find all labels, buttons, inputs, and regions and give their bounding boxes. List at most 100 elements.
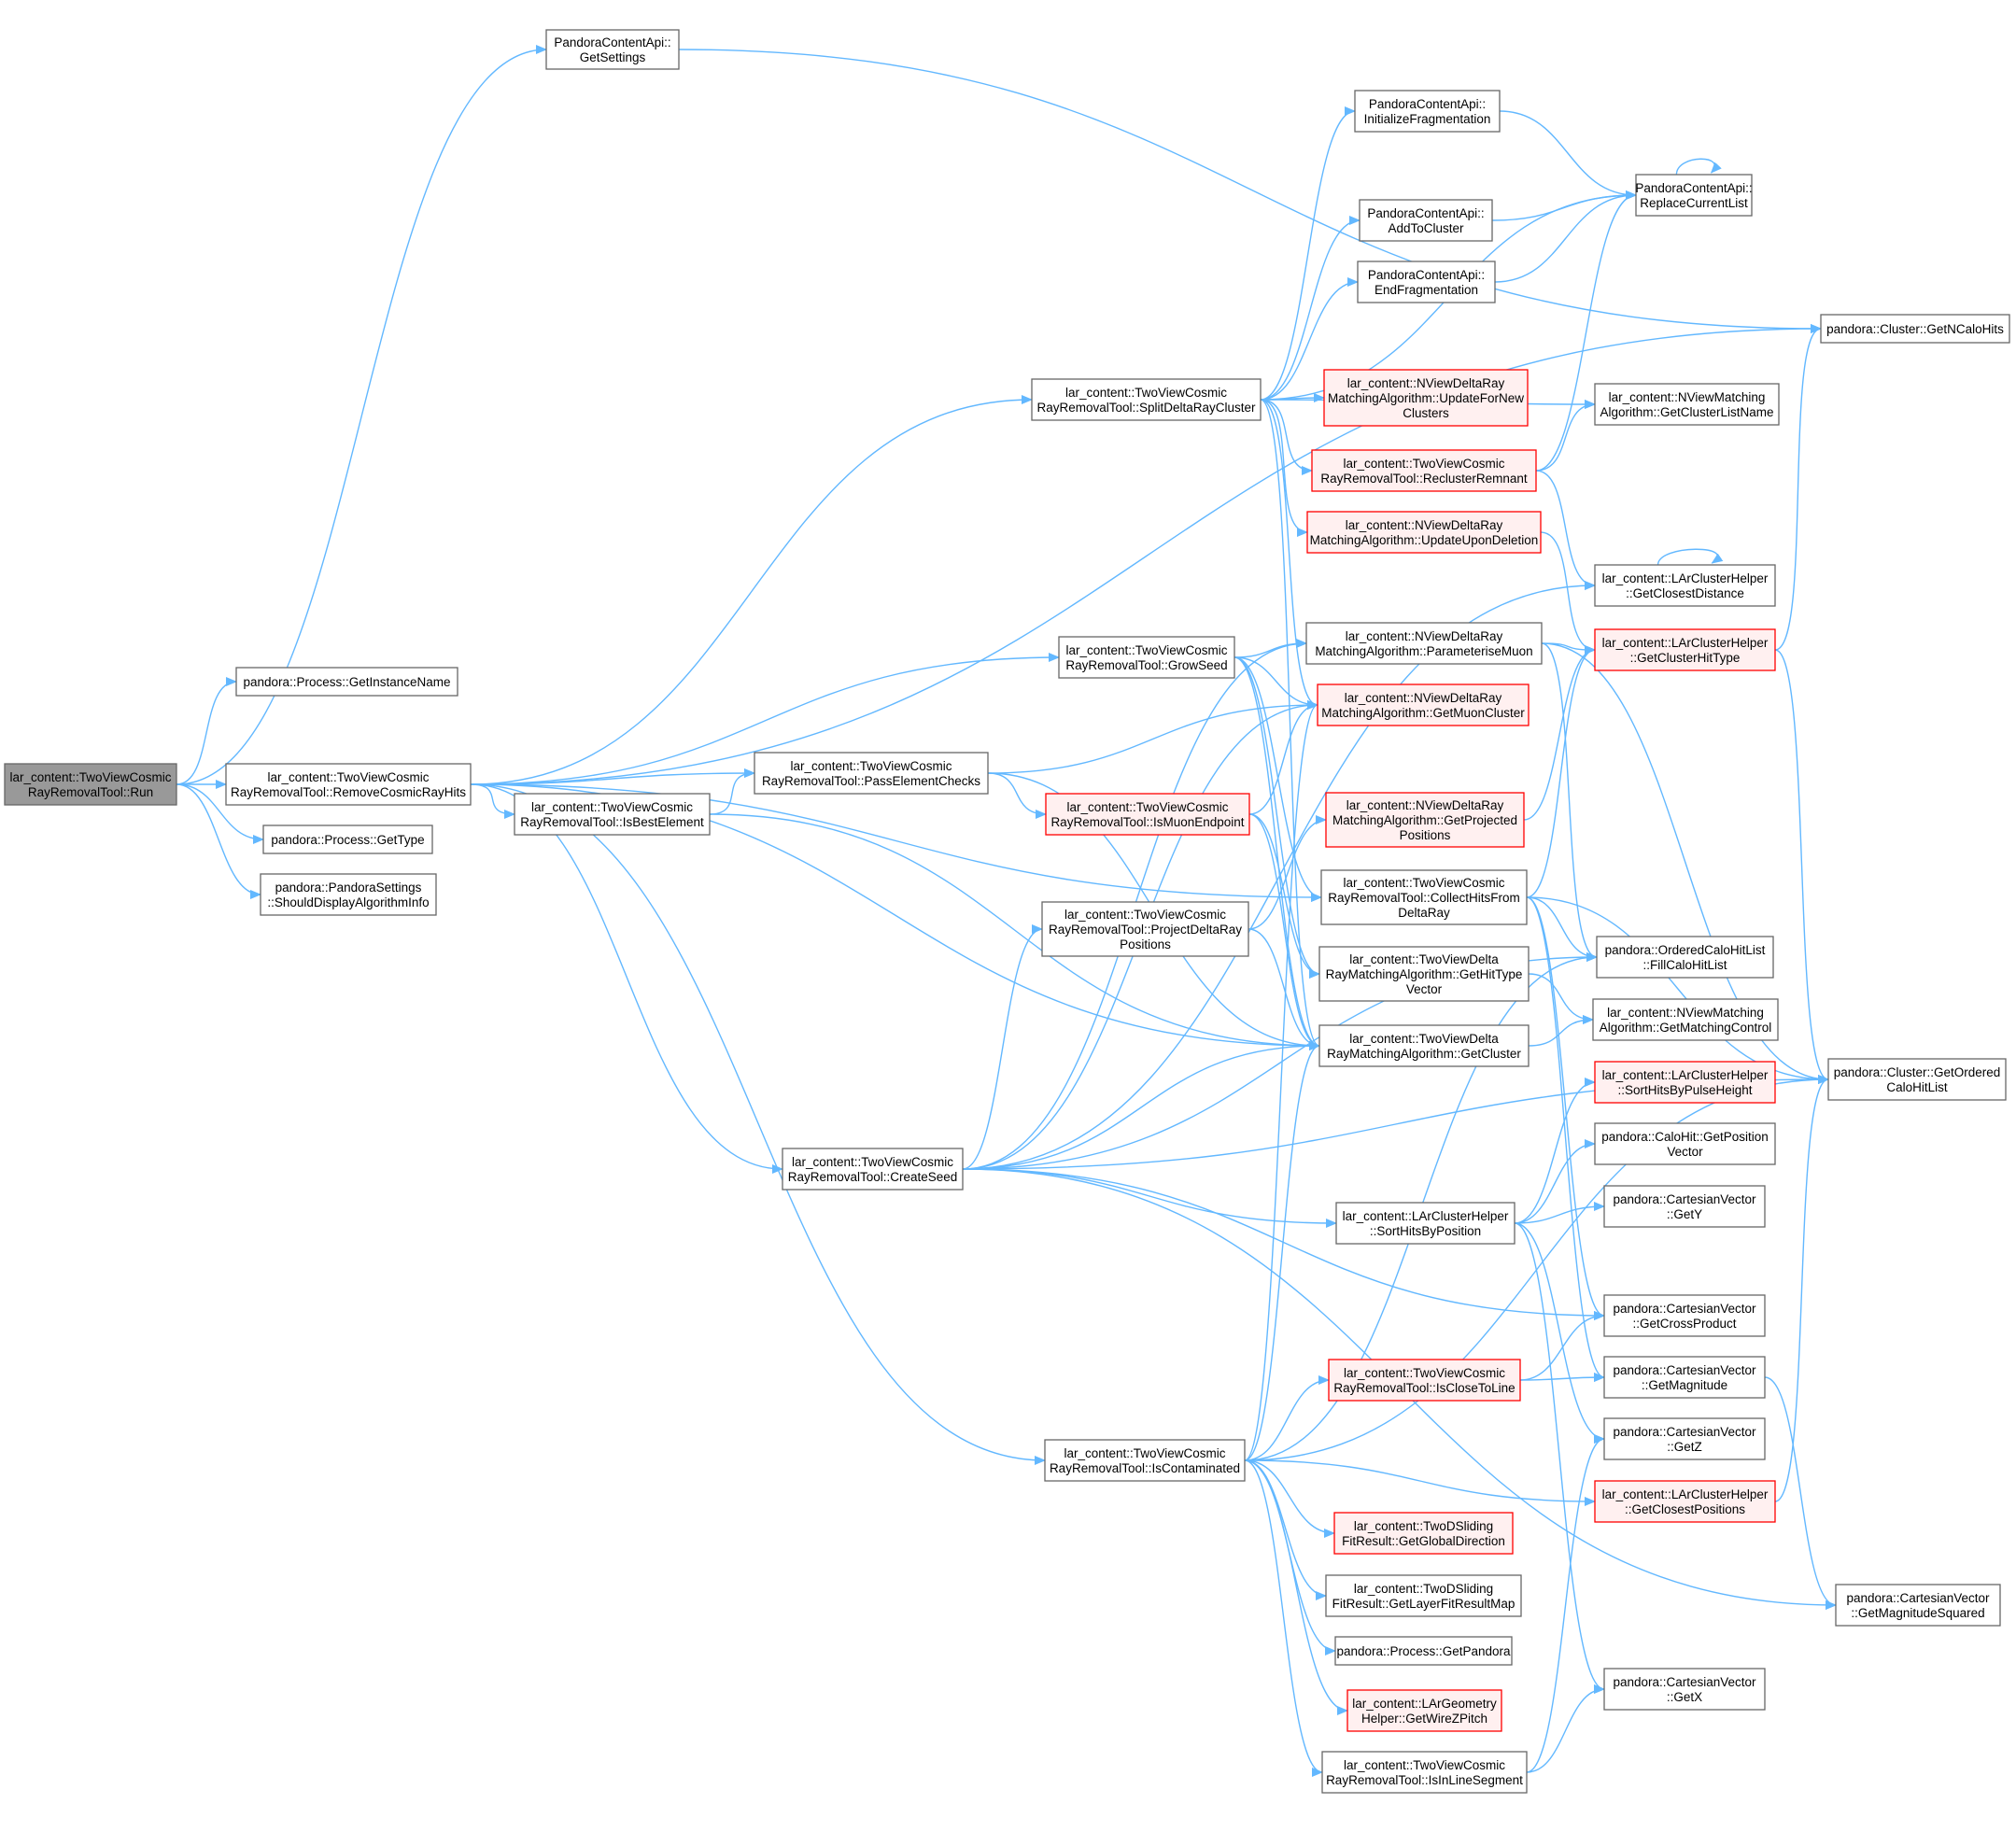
node-label-line: AddToCluster bbox=[1388, 221, 1464, 235]
node-replaceCurrentList[interactable]: PandoraContentApi::ReplaceCurrentList bbox=[1635, 174, 1753, 217]
node-sortByPosition[interactable]: lar_content::LArClusterHelper::SortHitsB… bbox=[1335, 1202, 1516, 1245]
node-isCloseToLine[interactable]: lar_content::TwoViewCosmicRayRemovalTool… bbox=[1328, 1359, 1521, 1402]
node-label-line: lar_content::TwoViewCosmic bbox=[1343, 457, 1504, 471]
node-addToCluster[interactable]: PandoraContentApi::AddToCluster bbox=[1359, 199, 1493, 242]
edge-isInLineSegment-to-getZ bbox=[1526, 1434, 1605, 1773]
node-box bbox=[1045, 793, 1250, 836]
node-getProjected[interactable]: lar_content::NViewDeltaRayMatchingAlgori… bbox=[1325, 792, 1525, 848]
node-getCrossProduct[interactable]: pandora::CartesianVector::GetCrossProduc… bbox=[1603, 1294, 1766, 1337]
edge-projectDeltaRay-to-getCluster bbox=[1248, 928, 1320, 1050]
node-label-line: lar_content::LArClusterHelper bbox=[1602, 1068, 1769, 1082]
node-label-line: PandoraContentApi:: bbox=[1367, 206, 1484, 220]
edge-removeCosmic-to-growSeed bbox=[470, 653, 1060, 785]
node-getClosestPositions[interactable]: lar_content::LArClusterHelper::GetCloses… bbox=[1594, 1480, 1776, 1523]
edge-passElementChecks-to-getMuonCluster bbox=[987, 700, 1318, 774]
node-getMatchingControl[interactable]: lar_content::NViewMatchingAlgorithm::Get… bbox=[1592, 998, 1779, 1041]
node-passElementChecks[interactable]: lar_content::TwoViewCosmicRayRemovalTool… bbox=[754, 752, 989, 795]
node-label-line: ::GetClusterHitType bbox=[1630, 651, 1741, 665]
node-label-line: RayRemovalTool::IsInLineSegment bbox=[1326, 1773, 1523, 1787]
node-getY[interactable]: pandora::CartesianVector::GetY bbox=[1603, 1185, 1766, 1228]
node-isInLineSegment[interactable]: lar_content::TwoViewCosmicRayRemovalTool… bbox=[1321, 1751, 1528, 1794]
edge-sortByPosition-to-getZ bbox=[1514, 1222, 1605, 1444]
node-getNCaloHits[interactable]: pandora::Cluster::GetNCaloHits bbox=[1820, 314, 2010, 344]
node-reclusterRemnant[interactable]: lar_content::TwoViewCosmicRayRemovalTool… bbox=[1311, 449, 1537, 492]
node-updateForNew[interactable]: lar_content::NViewDeltaRayMatchingAlgori… bbox=[1323, 369, 1529, 427]
node-getSettings[interactable]: PandoraContentApi::GetSettings bbox=[545, 29, 680, 70]
edge-removeCosmic-to-isContaminated bbox=[470, 783, 1046, 1465]
node-getClusterListName[interactable]: lar_content::NViewMatchingAlgorithm::Get… bbox=[1594, 383, 1780, 426]
node-updateUponDeletion[interactable]: lar_content::NViewDeltaRayMatchingAlgori… bbox=[1306, 511, 1542, 554]
edge-run-to-getInstanceName bbox=[176, 677, 237, 785]
node-sortByPulseHeight[interactable]: lar_content::LArClusterHelper::SortHitsB… bbox=[1594, 1061, 1776, 1104]
node-label-line: Helper::GetWireZPitch bbox=[1361, 1712, 1487, 1726]
node-getClusterHitType[interactable]: lar_content::LArClusterHelper::GetCluste… bbox=[1594, 628, 1776, 671]
edge-replaceCurrentList-to-replaceCurrentList bbox=[1675, 158, 1722, 176]
edge-isMuonEndpoint-to-getCluster bbox=[1248, 813, 1320, 1050]
node-fillCaloHitList[interactable]: pandora::OrderedCaloHitList::FillCaloHit… bbox=[1596, 936, 1774, 979]
node-isContaminated[interactable]: lar_content::TwoViewCosmicRayRemovalTool… bbox=[1044, 1439, 1246, 1482]
node-getMuonCluster[interactable]: lar_content::NViewDeltaRayMatchingAlgori… bbox=[1317, 683, 1530, 726]
node-label-line: pandora::CartesianVector bbox=[1613, 1363, 1756, 1377]
node-getZ[interactable]: pandora::CartesianVector::GetZ bbox=[1603, 1417, 1766, 1460]
node-getType[interactable]: pandora::Process::GetType bbox=[262, 824, 433, 854]
node-label-line: PandoraContentApi:: bbox=[554, 35, 670, 49]
node-label-line: InitializeFragmentation bbox=[1364, 112, 1491, 126]
node-box bbox=[235, 667, 458, 697]
edge-isBestElement-to-passElementChecks bbox=[709, 768, 755, 815]
node-getLayerFitResultMap[interactable]: lar_content::TwoDSlidingFitResult::GetLa… bbox=[1325, 1574, 1522, 1617]
edge-run-to-getType bbox=[176, 783, 264, 844]
edge-updateUponDeletion-to-getClusterHitType bbox=[1540, 531, 1596, 655]
node-label-line: RayRemovalTool::IsMuonEndpoint bbox=[1050, 815, 1244, 829]
node-getWireZPitch[interactable]: lar_content::LArGeometryHelper::GetWireZ… bbox=[1346, 1689, 1502, 1732]
node-splitDeltaRay[interactable]: lar_content::TwoViewCosmicRayRemovalTool… bbox=[1031, 378, 1262, 421]
node-label-line: lar_content::TwoViewCosmic bbox=[792, 1155, 953, 1169]
node-getGlobalDirection[interactable]: lar_content::TwoDSlidingFitResult::GetGl… bbox=[1333, 1512, 1514, 1555]
node-projectDeltaRay[interactable]: lar_content::TwoViewCosmicRayRemovalTool… bbox=[1041, 901, 1249, 957]
node-initFrag[interactable]: PandoraContentApi::InitializeFragmentati… bbox=[1354, 90, 1501, 133]
node-getInstanceName[interactable]: pandora::Process::GetInstanceName bbox=[235, 667, 458, 697]
node-isBestElement[interactable]: lar_content::TwoViewCosmicRayRemovalTool… bbox=[514, 793, 711, 836]
node-label-line: ::GetY bbox=[1667, 1207, 1702, 1221]
node-shouldDisplay[interactable]: pandora::PandoraSettings::ShouldDisplayA… bbox=[260, 873, 437, 916]
node-box bbox=[1357, 261, 1496, 303]
node-box bbox=[1594, 564, 1776, 607]
edge-projectDeltaRay-to-getProjected bbox=[1248, 815, 1327, 930]
node-getCluster[interactable]: lar_content::TwoViewDeltaRayMatchingAlgo… bbox=[1318, 1024, 1530, 1067]
node-getHitTypeVector[interactable]: lar_content::TwoViewDeltaRayMatchingAlgo… bbox=[1318, 946, 1530, 1002]
node-label-line: Vector bbox=[1406, 982, 1443, 996]
node-removeCosmic[interactable]: lar_content::TwoViewCosmicRayRemovalTool… bbox=[225, 763, 472, 806]
node-getX[interactable]: pandora::CartesianVector::GetX bbox=[1603, 1668, 1766, 1711]
node-growSeed[interactable]: lar_content::TwoViewCosmicRayRemovalTool… bbox=[1058, 636, 1235, 679]
node-getMagnitudeSquared[interactable]: pandora::CartesianVector::GetMagnitudeSq… bbox=[1835, 1584, 2001, 1627]
edge-isContaminated-to-getClosestPositions bbox=[1244, 1459, 1596, 1506]
edge-passElementChecks-to-isMuonEndpoint bbox=[987, 772, 1047, 819]
node-label-line: CaloHitList bbox=[1886, 1080, 1948, 1094]
node-box bbox=[1058, 636, 1235, 679]
node-getPandora[interactable]: pandora::Process::GetPandora bbox=[1334, 1636, 1513, 1666]
edge-initFrag-to-replaceCurrentList bbox=[1499, 110, 1637, 200]
node-parameteriseMuon[interactable]: lar_content::NViewDeltaRayMatchingAlgori… bbox=[1305, 622, 1543, 665]
node-box bbox=[782, 1148, 964, 1191]
edge-reclusterRemnant-to-getClosestDistance bbox=[1535, 470, 1596, 590]
edge-isContaminated-to-isCloseToLine bbox=[1244, 1375, 1330, 1461]
node-getMagnitude[interactable]: pandora::CartesianVector::GetMagnitude bbox=[1603, 1356, 1766, 1399]
edge-getHitTypeVector-to-getMatchingControl bbox=[1528, 973, 1594, 1024]
node-label-line: lar_content::TwoViewCosmic bbox=[1065, 643, 1227, 657]
node-createSeed[interactable]: lar_content::TwoViewCosmicRayRemovalTool… bbox=[782, 1148, 964, 1191]
node-label-line: MatchingAlgorithm::ParameteriseMuon bbox=[1315, 644, 1532, 658]
node-label-line: Positions bbox=[1400, 828, 1451, 842]
node-box bbox=[1306, 511, 1542, 554]
node-isMuonEndpoint[interactable]: lar_content::TwoViewCosmicRayRemovalTool… bbox=[1045, 793, 1250, 836]
node-label-line: lar_content::TwoViewCosmic bbox=[1065, 386, 1227, 400]
edge-run-to-getSettings bbox=[176, 45, 547, 785]
node-endFrag[interactable]: PandoraContentApi::EndFragmentation bbox=[1357, 261, 1496, 303]
node-collectHits[interactable]: lar_content::TwoViewCosmicRayRemovalTool… bbox=[1320, 869, 1528, 925]
edge-splitDeltaRay-to-updateUponDeletion bbox=[1260, 399, 1308, 537]
node-box bbox=[1594, 1061, 1776, 1104]
node-run[interactable]: lar_content::TwoViewCosmicRayRemovalTool… bbox=[4, 763, 177, 806]
node-label-line: lar_content::TwoViewCosmic bbox=[1344, 1758, 1505, 1772]
node-label-line: RayMatchingAlgorithm::GetCluster bbox=[1327, 1047, 1521, 1061]
node-getClosestDistance[interactable]: lar_content::LArClusterHelper::GetCloses… bbox=[1594, 564, 1776, 607]
